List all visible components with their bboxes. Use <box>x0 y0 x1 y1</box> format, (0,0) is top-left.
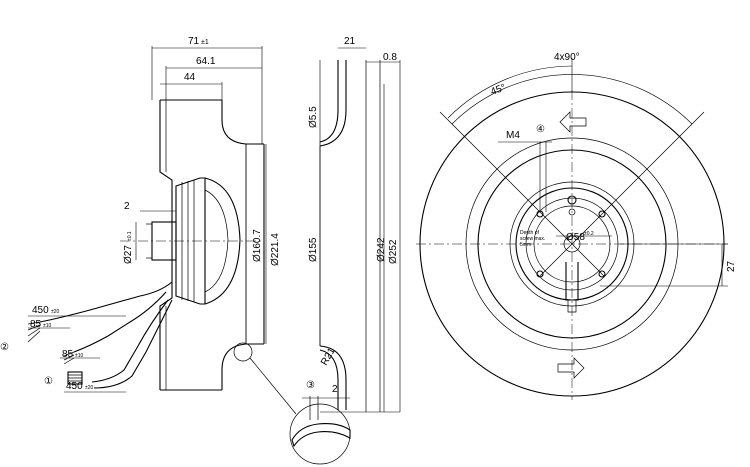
dim-depth: 21 <box>344 36 356 47</box>
dim-width-overall: 71 <box>188 36 200 47</box>
dim-lead-long: 450 <box>32 305 49 316</box>
depth-note-3: 5mm <box>520 242 531 248</box>
callout-1: ① <box>44 376 53 387</box>
dim-detail: 2 <box>332 384 338 395</box>
dim-242-dia: Ø242 <box>376 237 387 262</box>
dim-inlet-dia: Ø160.7 <box>252 229 263 262</box>
dim-lead-short: 450 <box>66 381 83 392</box>
dim-sheet: 0.8 <box>383 52 397 63</box>
dim-offset: 2 <box>124 201 130 212</box>
depth-note-1: Depth of <box>520 230 540 236</box>
dim-155-dia: Ø155 <box>308 237 319 262</box>
dim-lead-short-tol: ±20 <box>85 385 94 391</box>
thread-size: M4 <box>506 130 520 141</box>
dim-width-hub: 44 <box>184 72 196 83</box>
callout-2: ② <box>0 342 9 353</box>
front-view: 4x90° 45° M4 ④ Depth of screw max. 5mm Ø… <box>416 52 737 400</box>
angle-45: 45° <box>489 82 507 98</box>
bolt-hole-br <box>598 270 606 278</box>
section-view: 21 0.8 Ø5.5 Ø155 Ø242 Ø252 R21 ③ 2 <box>289 36 401 465</box>
bolt-hole-tr <box>598 210 606 218</box>
callout-4: ④ <box>536 124 545 135</box>
bolt-circle-dia: Ø58 <box>566 232 585 243</box>
depth-note-2: screw max. <box>520 236 545 242</box>
bolt-circle-dia-tol: ±0.2 <box>584 231 594 237</box>
dim-hole-dia: Ø5.5 <box>308 106 319 128</box>
dim-width-overall-tol: ±1 <box>201 39 209 46</box>
dim-shaft-dia: Ø27 <box>123 245 134 264</box>
callout-3: ③ <box>306 380 315 391</box>
dim-width-impeller: 64.1 <box>196 56 216 67</box>
bolt-hole-bl <box>536 270 544 278</box>
dim-offset-27: 27 <box>726 260 737 272</box>
dim-strip-long-tol: ±10 <box>43 323 52 329</box>
dim-strip-short: 85 <box>62 349 74 360</box>
dim-lead-long-tol: ±20 <box>51 309 60 315</box>
dim-252-dia: Ø252 <box>388 239 399 264</box>
angle-pattern: 4x90° <box>554 52 580 63</box>
side-view: 71 ±1 64.1 44 2 Ø27 ±0.1 Ø160.7 Ø221.4 4… <box>0 36 297 415</box>
dim-strip-short-tol: ±10 <box>75 353 84 359</box>
dim-strip-long: 85 <box>30 319 42 330</box>
dim-shaft-dia-tol: ±0.1 <box>127 231 133 241</box>
dim-outer-dia: Ø221.4 <box>270 233 281 266</box>
